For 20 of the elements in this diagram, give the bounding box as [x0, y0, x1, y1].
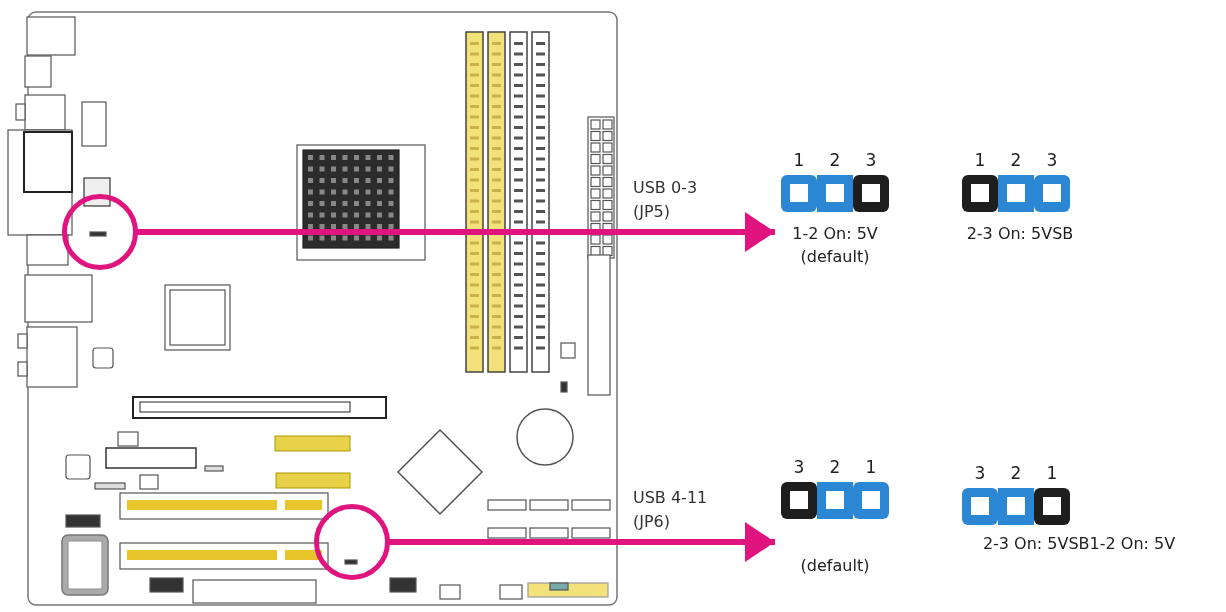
pin-number: 2: [1009, 149, 1023, 172]
arrow: [136, 212, 775, 252]
pin-number: 1: [792, 149, 806, 172]
pin-number: 3: [1045, 149, 1059, 172]
arrow: [388, 522, 775, 562]
pin-number: 1: [1045, 462, 1059, 485]
pin-number: 1: [973, 149, 987, 172]
pin-number: 2: [1009, 462, 1023, 485]
pin-number: 3: [864, 149, 878, 172]
pin-number: 1: [864, 456, 878, 479]
setting-caption: 2-3 On: 5VSB1-2 On: 5V: [981, 533, 1177, 555]
pin-number: 2: [828, 149, 842, 172]
setting-caption: 2-3 On: 5VSB: [965, 223, 1075, 245]
pin-number: 3: [792, 456, 806, 479]
pin-number: 3: [973, 462, 987, 485]
pin-number: 2: [828, 456, 842, 479]
highlight-circle: [62, 194, 138, 270]
highlight-circle: [314, 504, 390, 580]
setting-caption: (default): [799, 555, 871, 577]
setting-caption: 1-2 On: 5V (default): [791, 223, 879, 268]
